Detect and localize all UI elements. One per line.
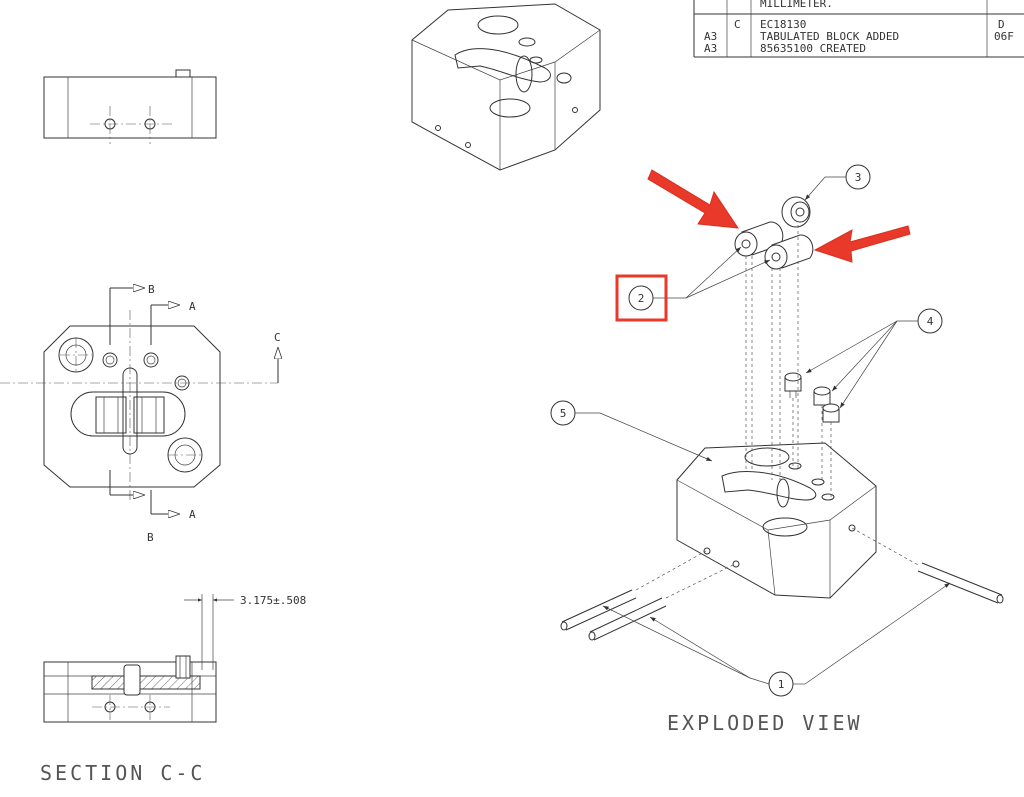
plan-view: B B A A C bbox=[0, 283, 281, 544]
revision-top-text: MILLIMETER. bbox=[760, 0, 833, 10]
revision-zone-2: A3 bbox=[704, 42, 717, 55]
pin-part-1b bbox=[588, 597, 667, 641]
balloon-2-label: 2 bbox=[638, 292, 645, 305]
section-b-bottom-label: B bbox=[147, 531, 154, 544]
screw-part-4a bbox=[784, 372, 802, 398]
washer-part-3 bbox=[781, 196, 811, 228]
roller-part-2b bbox=[764, 234, 814, 270]
revision-line-2: TABULATED BLOCK ADDED bbox=[760, 30, 899, 43]
section-a-top-label: A bbox=[189, 300, 196, 313]
revision-line-1: EC18130 bbox=[760, 18, 806, 31]
revision-rev: C bbox=[734, 18, 741, 31]
revision-line-3: 85635100 CREATED bbox=[760, 42, 866, 55]
dimension-label: 3.175±.508 bbox=[240, 594, 306, 607]
exploded-view-title: EXPLODED VIEW bbox=[667, 711, 863, 735]
red-highlight-box bbox=[615, 274, 668, 322]
balloon-4-label: 4 bbox=[927, 315, 934, 328]
balloon-1-label: 1 bbox=[778, 678, 785, 691]
balloon-5-label: 5 bbox=[560, 407, 567, 420]
section-c-label: C bbox=[274, 331, 281, 344]
section-b-top-label: B bbox=[148, 283, 155, 296]
balloon-3-label: 3 bbox=[855, 171, 862, 184]
section-c-c-view: 3.175±.508 bbox=[43, 594, 306, 723]
exploded-view: 3 2 4 5 1 bbox=[550, 164, 1004, 697]
revision-date-1: D bbox=[998, 18, 1005, 31]
screw-part-4c bbox=[822, 403, 840, 423]
top-view bbox=[43, 69, 217, 144]
red-annotations bbox=[615, 169, 911, 322]
block-part-5 bbox=[676, 442, 877, 599]
screw-part-4b bbox=[813, 386, 831, 406]
red-arrow-left bbox=[647, 169, 740, 229]
pin-part-1a bbox=[560, 589, 637, 631]
revision-zone-1: A3 bbox=[704, 30, 717, 43]
revision-table: MILLIMETER. A3 A3 C EC18130 TABULATED BL… bbox=[693, 0, 1024, 58]
section-title: SECTION C-C bbox=[40, 761, 205, 785]
pin-part-1c bbox=[917, 562, 1004, 604]
section-a-bottom-label: A bbox=[189, 508, 196, 521]
isometric-assembled-view bbox=[411, 3, 601, 171]
revision-date-2: 06F bbox=[994, 30, 1014, 43]
red-arrow-right bbox=[813, 225, 911, 263]
